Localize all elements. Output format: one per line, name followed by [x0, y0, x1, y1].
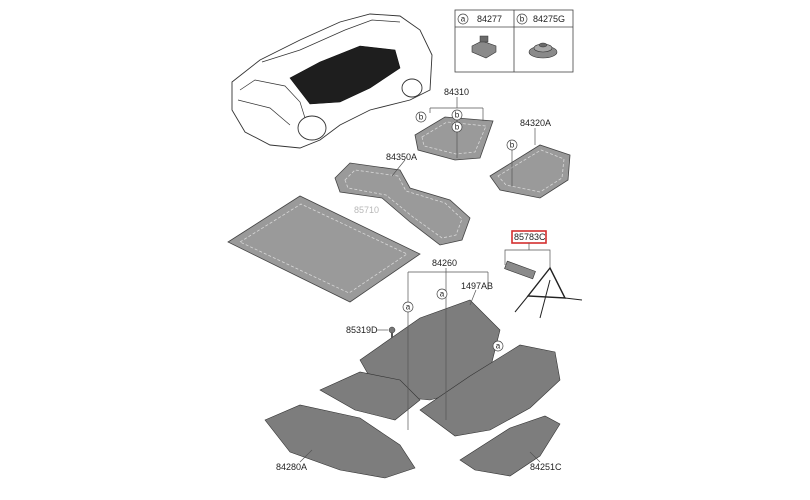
label-84251C: 84251C [530, 462, 562, 472]
legend-part-84275G: 84275G [533, 14, 565, 24]
marker-a: a [496, 342, 501, 351]
marker-a: a [440, 290, 445, 299]
label-85710: 85710 [354, 205, 379, 215]
part-85783C[interactable]: 85783C [504, 230, 583, 319]
part-85710[interactable]: 85710 [227, 195, 421, 303]
grommet-icon [528, 42, 558, 59]
marker-a: a [406, 303, 411, 312]
marker-b: b [419, 113, 424, 122]
marker-b: b [510, 141, 515, 150]
part-84320A[interactable]: 84320A b [489, 118, 571, 199]
clip-icon [388, 326, 396, 338]
clip-icon [471, 35, 497, 59]
label-84320A: 84320A [520, 118, 551, 128]
part-84260[interactable]: 84260 a a a [319, 258, 561, 437]
part-85319D[interactable]: 85319D [346, 325, 396, 338]
legend-ref-a: a [461, 15, 466, 24]
label-84280A: 84280A [276, 462, 307, 472]
legend-item-b[interactable]: b 84275G [516, 13, 565, 59]
part-1497AB[interactable]: 1497AB [461, 281, 493, 306]
legend-item-a[interactable]: a 84277 [457, 13, 502, 59]
label-85783C: 85783C [514, 232, 546, 242]
part-84280A[interactable]: 84280A [264, 404, 416, 479]
label-84310: 84310 [444, 87, 469, 97]
part-84350A[interactable]: 84350A [334, 152, 471, 246]
legend-table: a 84277 b 84275G [454, 9, 574, 73]
part-84251C[interactable]: 84251C [459, 415, 562, 477]
part-84310[interactable]: 84310 b b b [414, 87, 494, 161]
vehicle-illustration [231, 13, 433, 149]
label-85319D: 85319D [346, 325, 378, 335]
warning-triangle-icon [504, 260, 583, 319]
marker-b: b [455, 111, 460, 120]
label-1497AB: 1497AB [461, 281, 493, 291]
marker-b: b [455, 123, 460, 132]
label-84260: 84260 [432, 258, 457, 268]
label-84350A: 84350A [386, 152, 417, 162]
legend-part-84277: 84277 [477, 14, 502, 24]
legend-ref-b: b [520, 15, 525, 24]
